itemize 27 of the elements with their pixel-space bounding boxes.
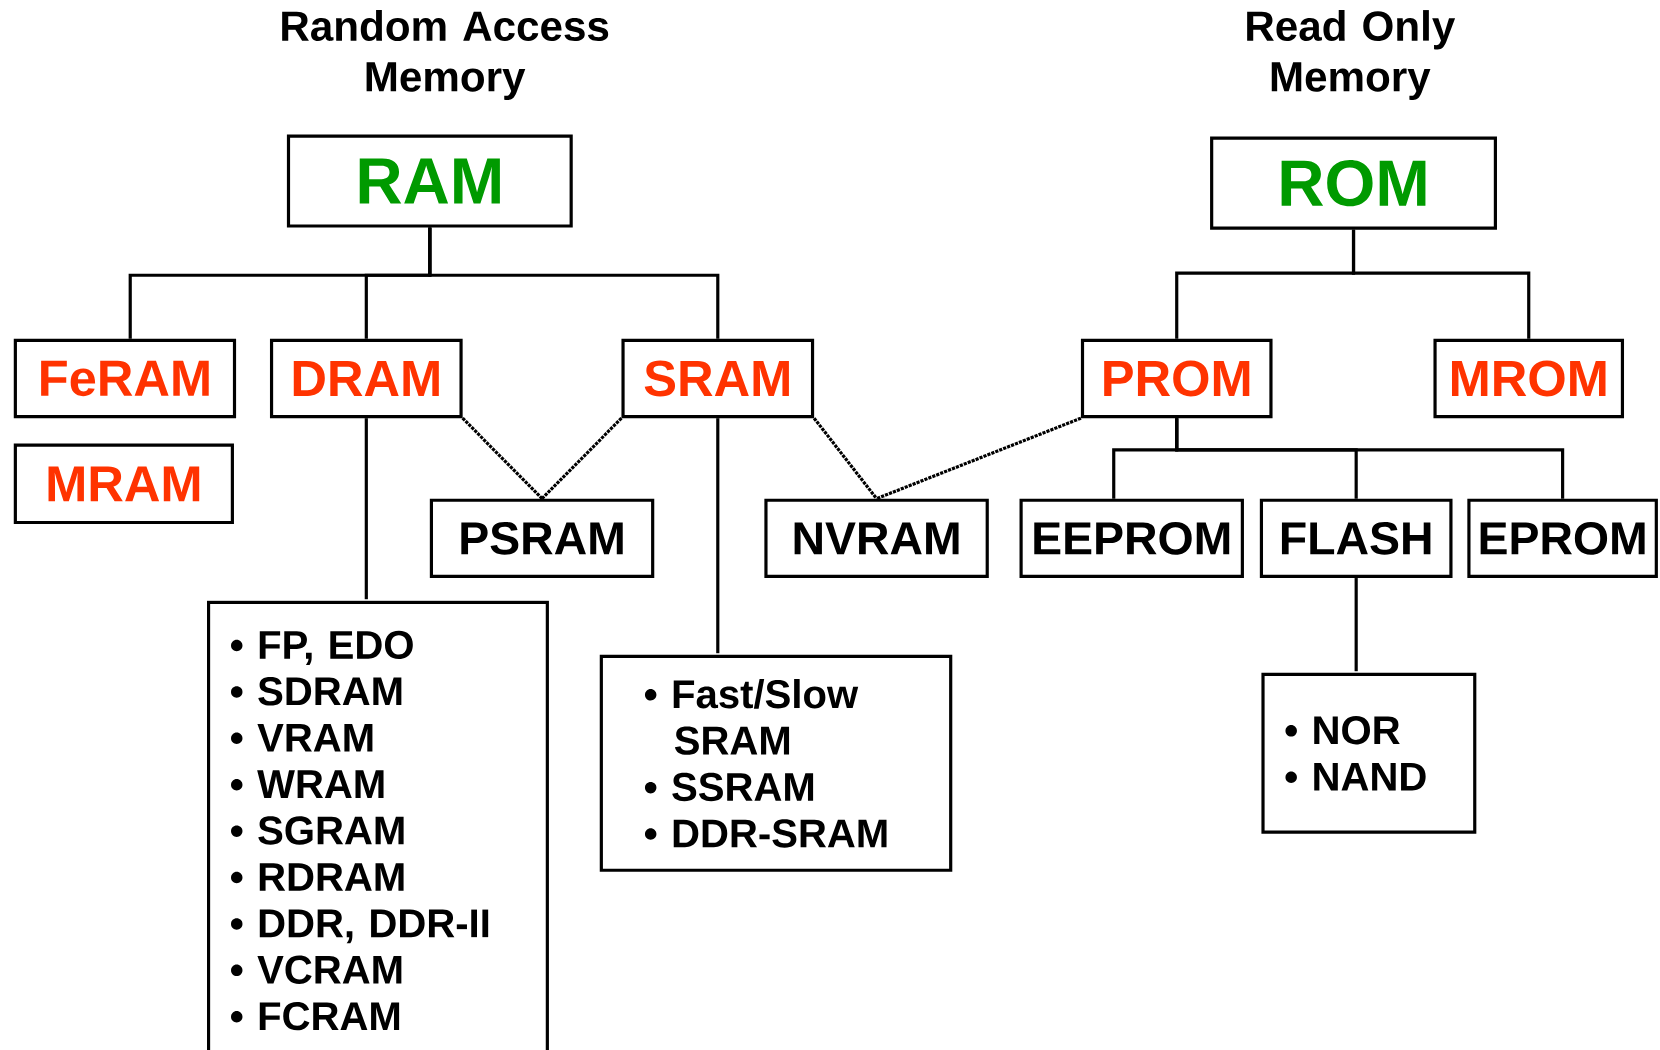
connector-line xyxy=(1354,577,1358,672)
category-box: RAM xyxy=(286,134,573,228)
memory-type-box: PSRAM xyxy=(429,498,655,578)
memory-type-box: MRAM xyxy=(13,443,234,524)
list-box: • FP, EDO • SDRAM • VRAM • WRAM • SGRAM • RDRAM • DDR, DDR-II • VCRAM • FCRAM xyxy=(206,600,549,1050)
memory-type-box: PROM xyxy=(1080,338,1273,419)
memory-type-box: EPROM xyxy=(1467,498,1658,578)
list-box: • Fast/Slow SRAM • SSRAM • DDR-SRAM xyxy=(599,654,953,872)
connector-line xyxy=(1351,229,1531,339)
memory-type-box: SRAM xyxy=(621,338,815,419)
heading: Read Only Memory xyxy=(1247,10,1456,100)
memory-type-box: DRAM xyxy=(269,338,463,419)
memory-type-box: NVRAM xyxy=(764,498,989,578)
connector-line xyxy=(461,416,544,500)
connector-line xyxy=(812,417,878,500)
connector-line xyxy=(876,416,1082,501)
category-box: ROM xyxy=(1210,136,1497,230)
connector-line xyxy=(1175,418,1565,499)
connector-line xyxy=(716,418,720,654)
memory-type-box: FeRAM xyxy=(13,338,237,419)
memory-type-box: EEPROM xyxy=(1019,498,1244,578)
connector-line xyxy=(540,416,623,500)
memory-type-box: MROM xyxy=(1433,338,1625,419)
connector-line xyxy=(428,227,720,339)
list-box: • NOR • NAND xyxy=(1261,672,1477,834)
connector-line xyxy=(364,418,368,600)
memory-type-box: FLASH xyxy=(1259,498,1453,578)
